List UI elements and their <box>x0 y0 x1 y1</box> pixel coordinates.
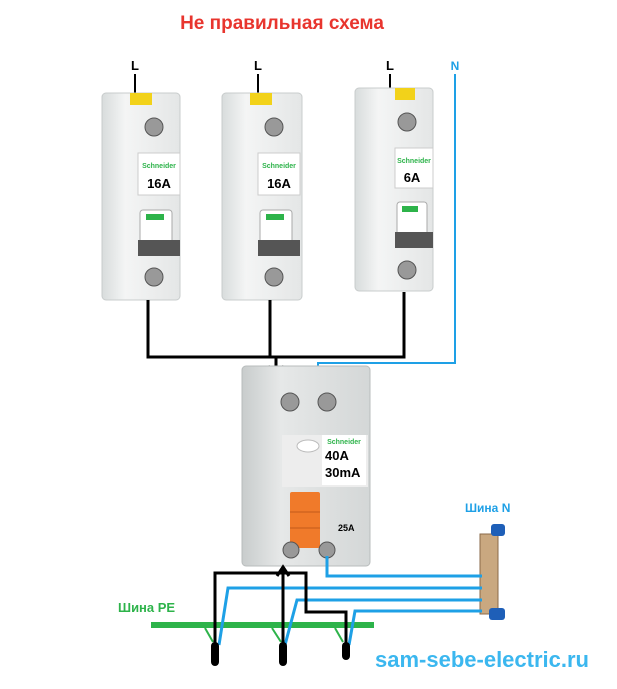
breaker-3: Schneider 6A <box>354 87 434 292</box>
rcd-leakage: 30mA <box>325 465 361 480</box>
watermark: sam-sebe-electric.ru <box>375 647 589 672</box>
pe-bus-bar <box>151 622 374 628</box>
svg-text:Schneider: Schneider <box>262 163 296 170</box>
phase-output-wires <box>213 564 348 650</box>
breaker-rating: 16A <box>147 176 171 191</box>
neutral-output-wires <box>217 556 482 646</box>
n-bus-label: Шина N <box>465 501 510 515</box>
diagram-title: Не правильная схема <box>180 13 384 34</box>
breaker-2: Schneider 16A <box>221 92 303 301</box>
svg-text:Schneider: Schneider <box>142 163 176 170</box>
pe-bus-label: Шина PE <box>118 600 175 615</box>
phase-bridge-wire <box>146 292 406 380</box>
breaker-1: Schneider 16A <box>101 92 181 301</box>
rcd-rating: 40A <box>325 448 349 463</box>
cable-ends <box>211 642 350 666</box>
svg-text:Schneider: Schneider <box>397 158 431 165</box>
rcd-small-rating: 25A <box>338 523 355 533</box>
breaker-rating: 6A <box>404 170 421 185</box>
phase-label-2: L <box>254 58 262 73</box>
neutral-label: N <box>451 59 460 73</box>
rcd-device: Schneider 40A 30mA 25A <box>241 365 371 567</box>
phase-label-3: L <box>386 58 394 73</box>
breaker-rating: 16A <box>267 176 291 191</box>
phase-label-1: L <box>131 58 139 73</box>
pe-taps <box>204 627 344 643</box>
n-bus-bar <box>479 524 505 620</box>
svg-text:Schneider: Schneider <box>327 439 361 446</box>
